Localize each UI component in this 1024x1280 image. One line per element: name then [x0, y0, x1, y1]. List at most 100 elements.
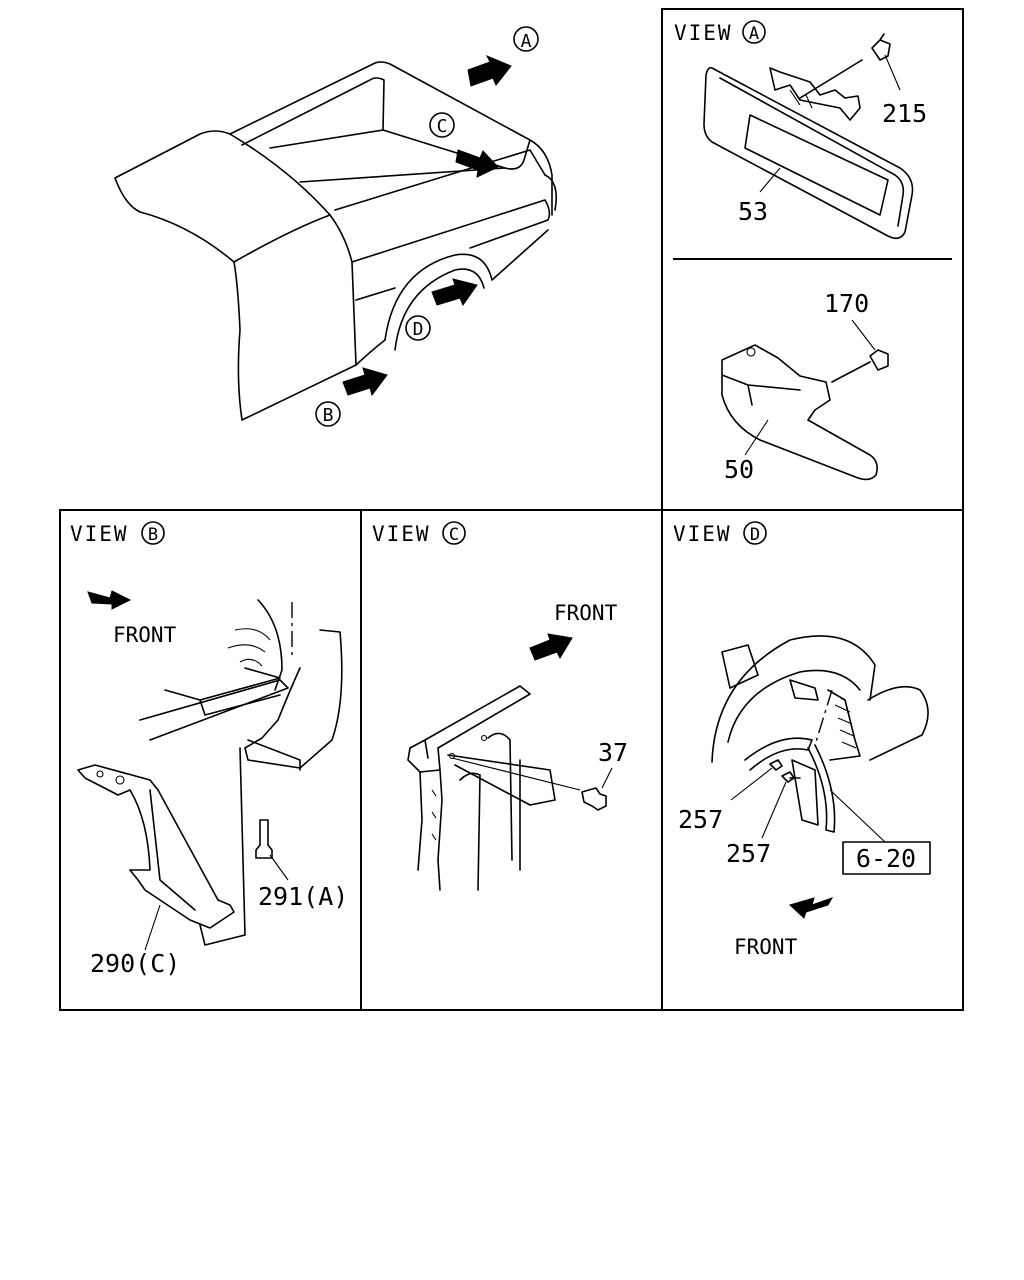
view-c-letter: C: [449, 525, 459, 545]
reference-6-20: 6-20: [856, 844, 916, 873]
side-panel: [244, 629, 343, 769]
handle-detail: [721, 374, 801, 406]
panel-frames: [59, 8, 964, 1011]
rib-lines: [834, 704, 857, 749]
bracket-hole-1: [115, 775, 125, 785]
front-arrow-b: [87, 590, 132, 610]
tail-corner: [544, 174, 558, 211]
leader-291: [269, 854, 289, 881]
leader-37-line: [451, 757, 581, 791]
rail-edge: [424, 739, 429, 759]
callout-b: B: [323, 405, 334, 426]
screw-257-upper: [769, 759, 783, 771]
part-53: 53: [738, 197, 768, 226]
part-170: 170: [824, 289, 869, 318]
callout-d-circle: [405, 315, 431, 341]
view-a-panel: VIEW A 215 53: [674, 20, 927, 240]
bed-inner-front: [241, 77, 385, 146]
leader-6-20: [829, 789, 886, 843]
mechanism-detail: [789, 89, 813, 109]
rail-post: [407, 747, 443, 891]
mud-flap: [721, 644, 759, 689]
bracket-d: [791, 759, 819, 826]
lower-views-frame: [59, 509, 964, 1011]
bracket-inner: [149, 789, 196, 911]
part-37: 37: [598, 738, 628, 767]
inner-door-handle: [721, 344, 878, 481]
wheel-arch-outer: [384, 229, 549, 341]
screw-257-lower: [781, 771, 801, 783]
wheel-arch-inner: [394, 268, 485, 351]
handle-mechanism: [769, 67, 861, 121]
callout-d: D: [413, 319, 424, 340]
splash-guard: [744, 737, 813, 771]
wheel-well-outer: [711, 635, 876, 763]
housing-inner-edge: [719, 77, 905, 227]
callout-a-circle: [513, 26, 539, 52]
bracket-top: [164, 667, 281, 701]
bed-side-mid: [351, 199, 551, 263]
bed-bottom-front: [355, 339, 386, 366]
cab-edge: [233, 214, 331, 263]
handle-lever: [744, 114, 889, 216]
bed-rim: [229, 61, 553, 216]
bed-side-lower: [355, 287, 396, 301]
truck-bed-illustration: A C D B: [114, 26, 558, 427]
rail-post-inner: [417, 771, 423, 871]
view-a-letter-circle: [742, 20, 766, 44]
arrow-d: [431, 278, 478, 307]
inner-handle-panel: 170 50: [721, 289, 889, 484]
mount-plate: [199, 747, 246, 946]
view-d-panel: VIEW D 257 257 6-20 FRONT: [673, 521, 931, 959]
inner-panel-left: [459, 772, 481, 891]
leader-290: [144, 904, 161, 951]
liner-clip: [789, 679, 819, 701]
leader-215: [884, 54, 901, 91]
leader-170: [851, 319, 876, 351]
front-label-d: FRONT: [734, 935, 798, 959]
view-c-title: VIEW: [372, 522, 431, 546]
post-holes: [431, 789, 437, 841]
liner-ribs: [827, 689, 861, 761]
view-a-letter: A: [749, 24, 759, 44]
view-b-panel: VIEW B FRONT 291(A) 290(C): [70, 521, 348, 978]
reference-box: [842, 841, 931, 875]
leader-257-upper: [730, 767, 773, 801]
fender-lines: [227, 628, 271, 667]
fender-edge: [257, 599, 283, 691]
inner-panel-right: [487, 732, 513, 861]
stake-plate: [447, 754, 556, 806]
front-label-b: FRONT: [113, 623, 177, 647]
step-bracket: [77, 764, 235, 929]
part-257-lower: 257: [726, 839, 771, 868]
bed-side-top: [334, 149, 546, 211]
bed-floor-line: [269, 129, 384, 149]
view-d-letter-circle: [743, 521, 767, 545]
tailgate-handle-housing: [703, 66, 914, 240]
part-50: 50: [724, 455, 754, 484]
front-arrow-d: [789, 897, 834, 919]
screw-170: [869, 349, 889, 371]
arrow-c: [455, 149, 499, 178]
view-d-letter: D: [750, 525, 760, 545]
screw-215: [871, 33, 891, 61]
bed-rail-top: [409, 685, 531, 771]
flap-strip: [807, 744, 836, 833]
part-257-upper: 257: [678, 805, 723, 834]
part-215: 215: [882, 99, 927, 128]
bed-floor-edge: [382, 129, 531, 170]
front-label-c: FRONT: [554, 601, 618, 625]
wheel-well-inner: [727, 669, 861, 743]
callout-b-circle: [315, 401, 341, 427]
view-a-title: VIEW: [674, 21, 733, 45]
view-c-panel: VIEW C FRONT 37: [372, 521, 628, 891]
front-arrow-c: [529, 633, 573, 661]
hole-c-2: [480, 734, 488, 742]
cab-cut-line: [114, 133, 201, 179]
body-panel: [867, 685, 929, 761]
view-b-letter: B: [148, 525, 158, 545]
view-d-title: VIEW: [673, 522, 732, 546]
cab-body: [114, 130, 357, 421]
hole-c-1: [448, 752, 456, 760]
